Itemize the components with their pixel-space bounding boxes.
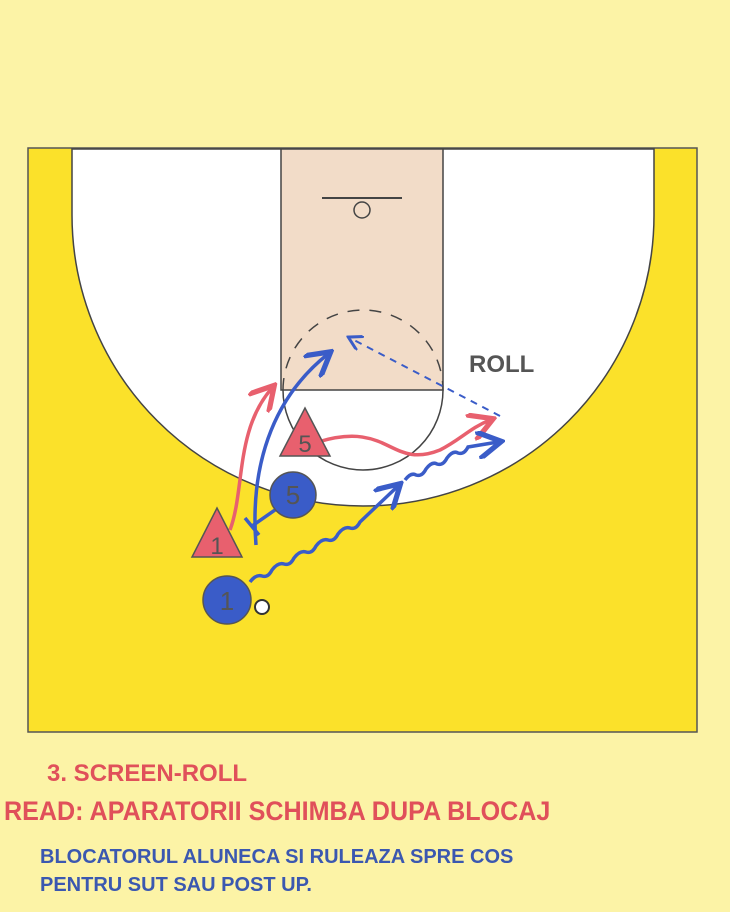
- svg-text:5: 5: [286, 480, 300, 510]
- svg-text:1: 1: [210, 533, 223, 560]
- free-throw-circle-bottom: [282, 389, 444, 471]
- description-line-1: BLOCATORUL ALUNECA SI RULEAZA SPRE COS: [40, 846, 514, 868]
- dribble-path: [248, 486, 398, 584]
- defender-5-slide: [317, 420, 490, 457]
- ball: [254, 599, 270, 615]
- read-text: READ: APARATORII SCHIMBA DUPA BLOCAJ: [4, 796, 551, 826]
- svg-text:1: 1: [220, 586, 234, 616]
- description-line-2: PENTRU SUT SAU POST UP.: [40, 874, 312, 896]
- defender-1: 1: [190, 506, 244, 560]
- svg-text:5: 5: [298, 431, 311, 458]
- lane: [280, 148, 444, 391]
- offense-5-roll: [253, 354, 328, 546]
- defender-1-cut: [228, 388, 272, 531]
- offense-5: 5: [269, 471, 317, 519]
- offense-1: 1: [202, 575, 252, 625]
- play-title: 3. SCREEN-ROLL: [47, 760, 248, 787]
- pass-path: [350, 338, 501, 417]
- dribble-path-2: [403, 442, 498, 482]
- defender-5: 5: [278, 406, 332, 458]
- roll-label: ROLL: [469, 351, 534, 378]
- rim: [353, 201, 371, 219]
